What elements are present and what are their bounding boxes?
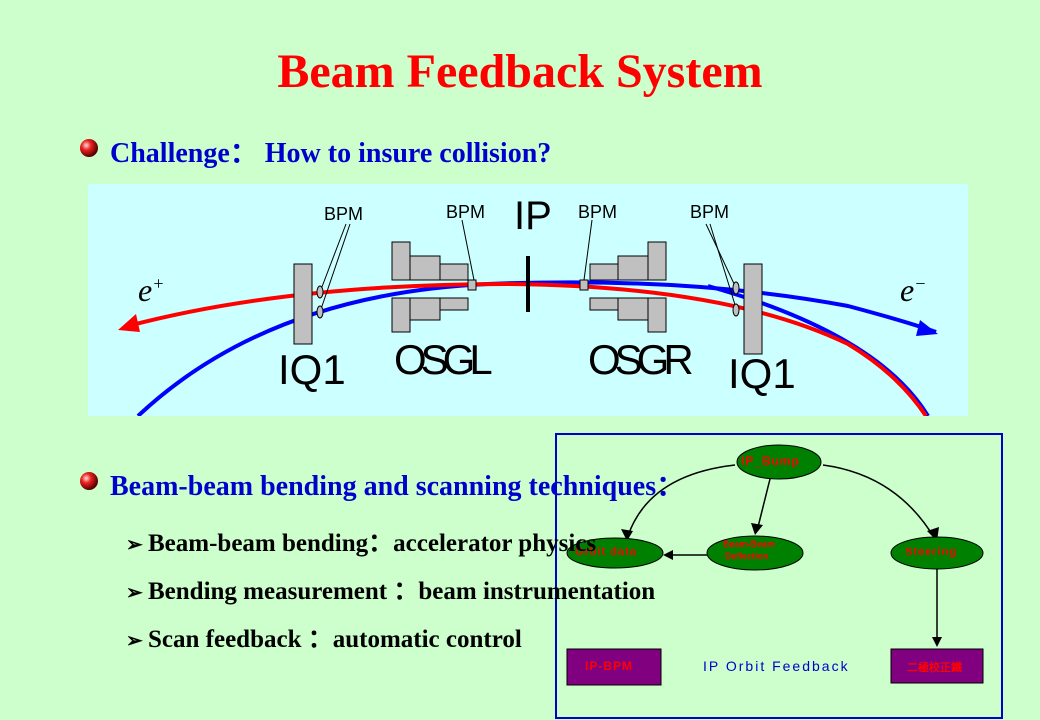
node-ip-bump-label: IP_Bump: [741, 454, 801, 468]
sub-bullet-measurement: ➢Bending measurement ：beam instrumentati…: [126, 578, 656, 605]
sgl-magnets: [391, 241, 477, 333]
positron-beam-path: [127, 281, 928, 416]
node-orbit-data-label: Orbit data: [575, 546, 637, 558]
bullet-ball-icon: [80, 139, 98, 157]
e-minus-label: e−: [900, 272, 927, 308]
q1-left-magnet: [293, 263, 313, 345]
ip-label: IP: [514, 194, 552, 238]
bpm-label-4: BPM: [690, 202, 730, 222]
sgl-label: OSGL: [394, 336, 493, 383]
electron-arrow-head: [916, 320, 938, 336]
bullet-ball-icon: [80, 472, 98, 490]
arrow-bullet-icon: ➢: [126, 534, 143, 556]
sub-bullet-bending: ➢Beam-beam bending：accelerator physics: [126, 530, 597, 557]
node-bb-label-2: Deflection: [725, 551, 769, 561]
sgr-magnets: [579, 241, 667, 333]
flowchart-title: IP Orbit Feedback: [703, 658, 850, 674]
q1-right-magnet: [743, 263, 763, 355]
sgr-label: OSGR: [588, 336, 694, 383]
positron-arrow-head: [118, 314, 140, 332]
node-steering: [890, 536, 984, 570]
bullet-challenge: Challenge： How to insure collision?: [110, 138, 552, 169]
electron-beam-path: [136, 280, 937, 416]
node-ip-bpm: [566, 648, 662, 686]
node-steering-label: Steering: [905, 546, 958, 558]
slide-title: Beam Feedback System: [277, 45, 763, 98]
node-bb-deflection: [706, 535, 804, 571]
ir-layout-diagram: BPM BPM BPM BPM IP e+ e− IQ1 OSGL OSGR I…: [88, 184, 968, 416]
ir-layout-drawing: [118, 219, 938, 416]
node-bb-label-1: Beam-Beam: [723, 539, 776, 549]
bpm-label-2: BPM: [446, 202, 486, 222]
bpm-pointers: [319, 219, 737, 313]
arrow-bullet-icon: ➢: [126, 630, 143, 652]
node-ip-bump: [736, 444, 822, 480]
e-plus-label: e+: [138, 272, 165, 308]
bullet-techniques: Beam-beam bending and scanning technique…: [110, 471, 685, 502]
arrow-bullet-icon: ➢: [126, 582, 143, 604]
node-ip-bpm-label: IP-BPM: [585, 659, 633, 673]
node-orbit-data: [566, 537, 664, 569]
node-corrector: [890, 648, 984, 684]
node-corrector-label: 二極校正鐵: [907, 662, 962, 674]
q1-right-label: IQ1: [728, 350, 796, 397]
feedback-flowchart: [566, 444, 984, 686]
bpm-label-3: BPM: [578, 202, 618, 222]
sub-bullet-scan: ➢Scan feedback ：automatic control: [126, 626, 522, 653]
bpm-label-1: BPM: [324, 204, 364, 224]
q1-left-label: IQ1: [278, 346, 346, 393]
ip-orbit-feedback-chart: IP_Bump Orbit data Beam-Beam Deflection …: [555, 433, 1003, 719]
